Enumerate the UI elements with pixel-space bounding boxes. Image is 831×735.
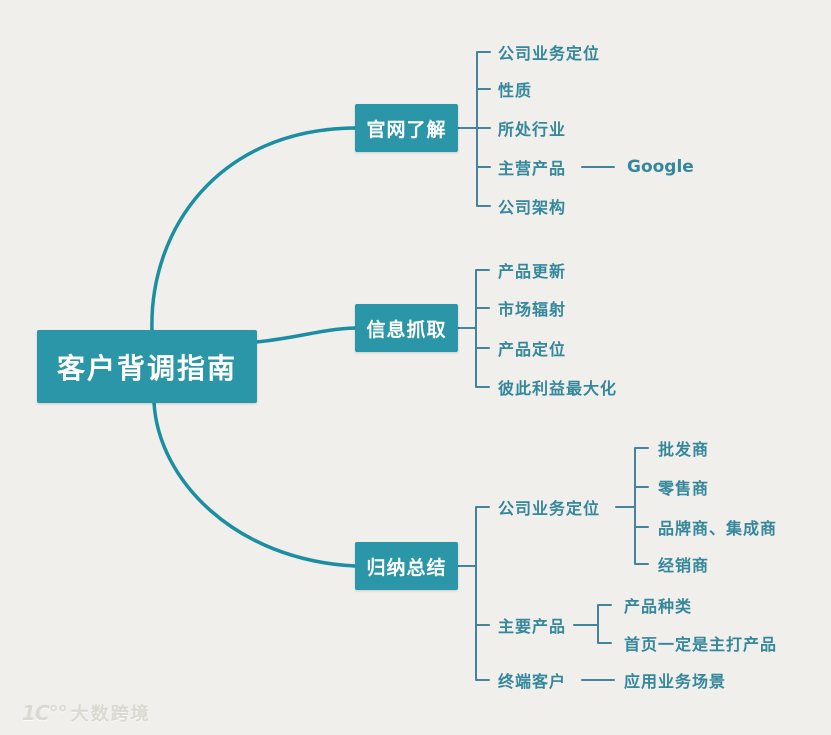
curve-root-to-branch-2 — [254, 326, 357, 344]
topic-homepage-flagship[interactable]: 首页一定是主打产品 — [624, 635, 778, 654]
topic-key-products[interactable]: 主要产品 — [498, 617, 567, 636]
watermark: 1C°° 大数跨境 — [22, 700, 151, 726]
topic-application-scenarios[interactable]: 应用业务场景 — [624, 672, 727, 691]
topic-google[interactable]: Google — [627, 157, 694, 177]
topic-brand-integrator[interactable]: 品牌商、集成商 — [658, 519, 778, 538]
topic-wholesaler[interactable]: 批发商 — [658, 440, 710, 459]
topic-root[interactable]: 客户背调指南 — [37, 330, 257, 403]
branch-summary[interactable]: 归纳总结 — [355, 542, 458, 590]
topic-retailer[interactable]: 零售商 — [658, 479, 710, 498]
watermark-brand-text: 大数跨境 — [70, 704, 151, 725]
watermark-logo: 1C°° — [22, 701, 68, 725]
topic-main-products[interactable]: 主营产品 — [498, 159, 567, 178]
topic-nature[interactable]: 性质 — [498, 81, 533, 100]
bracket-biz-positioning-trunk — [634, 447, 649, 565]
topic-industry[interactable]: 所处行业 — [498, 120, 567, 139]
bracket-branch-3-trunk — [475, 506, 490, 681]
topic-distributor[interactable]: 经销商 — [658, 556, 710, 575]
bracket-branch-2-trunk — [475, 269, 490, 388]
topic-product-positioning[interactable]: 产品定位 — [498, 340, 567, 359]
topic-mutual-benefit[interactable]: 彼此利益最大化 — [498, 379, 618, 398]
bracket-key-products-trunk — [597, 604, 612, 644]
topic-product-categories[interactable]: 产品种类 — [624, 597, 693, 616]
topic-end-customers[interactable]: 终端客户 — [498, 672, 567, 691]
branch-official-website[interactable]: 官网了解 — [355, 104, 458, 152]
topic-product-updates[interactable]: 产品更新 — [498, 262, 567, 281]
topic-market-coverage[interactable]: 市场辐射 — [498, 300, 567, 319]
topic-business-positioning-2[interactable]: 公司业务定位 — [498, 499, 601, 518]
curve-root-to-branch-1 — [150, 126, 357, 333]
branch-info-capture[interactable]: 信息抓取 — [355, 304, 458, 352]
topic-company-structure[interactable]: 公司架构 — [498, 198, 567, 217]
topic-business-positioning[interactable]: 公司业务定位 — [498, 44, 601, 63]
curve-root-to-branch-3 — [152, 400, 357, 568]
